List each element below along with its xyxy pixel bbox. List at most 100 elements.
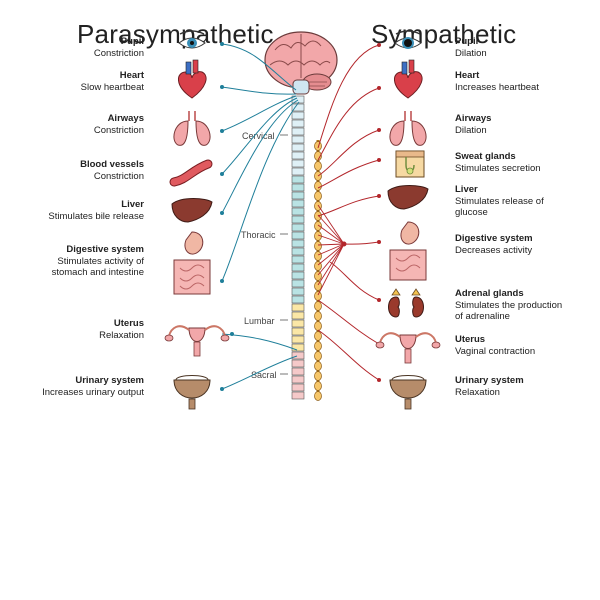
spine-region-ticks (280, 134, 288, 375)
ganglion (314, 361, 322, 371)
symp-airways-entry: Airways Dilation (455, 113, 595, 136)
parasympathetic-heading: Parasympathetic (77, 19, 274, 50)
para-digestive-title: Digestive system (66, 244, 144, 255)
ganglion (314, 181, 322, 191)
ganglion (314, 341, 322, 351)
vertebra-segment (291, 191, 305, 200)
vertebra-segment (291, 335, 305, 344)
symp-liver-desc: Stimulates release of glucose (455, 195, 544, 219)
vertebra-segment (291, 271, 305, 280)
symp-airways-desc: Dilation (455, 124, 487, 136)
symp-adrenal-desc: Stimulates the production of adrenaline (455, 299, 563, 323)
vertebra-segment (291, 311, 305, 320)
symp-uterus-icon (375, 332, 441, 364)
vertebra-segment (291, 367, 305, 376)
vertebra-segment (291, 295, 305, 304)
para-digestive-icon (173, 231, 211, 295)
vertebra-segment (291, 351, 305, 360)
vertebra-segment (291, 151, 305, 160)
ganglion (314, 301, 322, 311)
symp-uterus-title: Uterus (455, 334, 486, 345)
vertebra-segment (291, 287, 305, 296)
brain-icon (264, 31, 338, 95)
symp-heart-title: Heart (455, 70, 480, 81)
vertebra-segment (291, 375, 305, 384)
symp-urinary-desc: Relaxation (455, 386, 500, 398)
symp-sweat-gland-skin-icon (395, 150, 425, 178)
ganglion (314, 351, 322, 361)
para-blood-vessel-icon (169, 159, 213, 187)
symp-digestive-icon (389, 221, 427, 281)
vertebra-segment (291, 223, 305, 232)
ganglion (314, 161, 322, 171)
vertebra-segment (291, 159, 305, 168)
vertebra-segment (291, 279, 305, 288)
ganglion (314, 311, 322, 321)
symp-pupil-entry: Pupil Dilation (455, 36, 595, 59)
symp-pupil-title: Pupil (455, 36, 479, 47)
vertebra-segment (291, 239, 305, 248)
vertebra-segment (291, 119, 305, 128)
vertebra-segment (291, 263, 305, 272)
symp-adrenal-title: Adrenal glands (455, 288, 524, 299)
para-pupil-desc: Constriction (93, 47, 144, 59)
ganglion (314, 371, 322, 381)
vertebra-segment (291, 327, 305, 336)
para-liver-desc: Stimulates bile release (48, 210, 144, 222)
symp-urinary-title: Urinary system (455, 375, 524, 386)
vertebra-segment (291, 111, 305, 120)
para-pupil-title: Pupil (120, 36, 144, 47)
ganglion (314, 221, 322, 231)
vertebra-segment (291, 199, 305, 208)
sympathetic-heading: Sympathetic (371, 19, 517, 50)
symp-liver-entry: Liver Stimulates release of glucose (455, 184, 595, 219)
symp-liver-icon (387, 185, 429, 210)
ganglion (314, 251, 322, 261)
symp-sweat-glands-title: Sweat glands (455, 151, 516, 162)
symp-uterus-desc: Vaginal contraction (455, 345, 536, 357)
symp-airways-title: Airways (455, 113, 492, 124)
symp-heart-desc: Increases heartbeat (455, 81, 539, 93)
para-pupil-eye-icon (178, 30, 206, 49)
parasympathetic-endpoints (220, 42, 234, 391)
ganglion (314, 281, 322, 291)
para-heart-desc: Slow heartbeat (80, 81, 144, 93)
para-blood-vessels-title: Blood vessels (80, 159, 144, 170)
para-urinary-title: Urinary system (75, 375, 144, 386)
ganglion (314, 241, 322, 251)
para-uterus-icon (164, 325, 230, 357)
vertebra-segment (291, 183, 305, 192)
vertebra-segment (291, 343, 305, 352)
vertebra-segment (291, 215, 305, 224)
vertebra-segment (291, 231, 305, 240)
ganglion (314, 141, 322, 151)
parasympathetic-nerves (221, 43, 300, 390)
para-pupil-entry: Pupil Constriction (4, 36, 144, 59)
para-blood-vessels-desc: Constriction (93, 170, 144, 182)
sympathetic-ganglion-chain (314, 140, 322, 401)
para-uterus-desc: Relaxation (99, 329, 144, 341)
ganglion (314, 331, 322, 341)
para-digestive-desc: Stimulates activity of stomach and intes… (51, 255, 144, 279)
para-blood-vessels-entry: Blood vessels Constriction (4, 159, 144, 182)
symp-digestive-desc: Decreases activity (455, 244, 533, 256)
para-airways-desc: Constriction (93, 124, 144, 136)
sympathetic-endpoints (341, 43, 381, 382)
vertebra-segment (291, 127, 305, 136)
symp-digestive-entry: Digestive system Decreases activity (455, 233, 595, 256)
vertebra-segment (291, 207, 305, 216)
vertebra-segment (291, 167, 305, 176)
para-liver-title: Liver (121, 199, 144, 210)
vertebra-segment (291, 255, 305, 264)
spine-region-lumbar: Lumbar (244, 316, 275, 326)
ganglion (314, 151, 322, 161)
symp-sweat-glands-entry: Sweat glands Stimulates secretion (455, 151, 595, 174)
vertebra-segment (291, 359, 305, 368)
symp-digestive-title: Digestive system (455, 233, 533, 244)
ganglion (314, 271, 322, 281)
para-airways-title: Airways (107, 113, 144, 124)
sympathetic-nerves (317, 44, 380, 381)
para-urinary-desc: Increases urinary output (42, 386, 144, 398)
symp-urinary-entry: Urinary system Relaxation (455, 375, 595, 398)
